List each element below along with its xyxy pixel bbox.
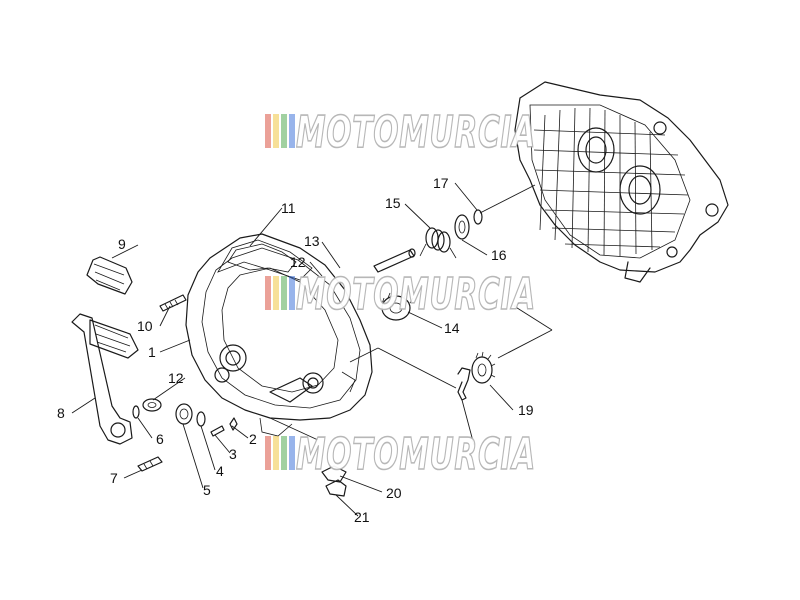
label-part-2: 2	[249, 431, 257, 447]
watermark-stripe-blue	[289, 276, 295, 310]
gear-14	[381, 290, 414, 321]
label-part-13: 13	[304, 233, 320, 249]
tab-21	[325, 479, 347, 497]
ring-4	[196, 411, 206, 427]
label-part-19: 19	[518, 402, 534, 418]
label-part-17: 17	[433, 175, 449, 191]
bolt-7	[137, 456, 163, 472]
watermark-stripe-green	[281, 114, 287, 148]
watermark-stripe-yellow	[273, 276, 279, 310]
watermark-stripe-red	[265, 276, 271, 310]
watermark-bottom: MOTOMURCIA	[265, 428, 536, 481]
seal-5	[175, 403, 193, 425]
label-part-3: 3	[229, 446, 237, 462]
watermark-top: MOTOMURCIA	[265, 106, 536, 159]
label-part-11: 11	[281, 200, 296, 216]
label-part-21: 21	[354, 509, 370, 525]
watermark-stripe-green	[281, 276, 287, 310]
kick-lever	[71, 313, 139, 445]
label-part-6: 6	[156, 431, 164, 447]
cover-gasket	[227, 243, 297, 273]
watermark-stripe-blue	[289, 114, 295, 148]
watermark-text: MOTOMURCIA	[296, 269, 536, 320]
label-part-4: 4	[216, 463, 224, 479]
label-part-9: 9	[118, 236, 126, 252]
crankcase-half	[514, 81, 729, 283]
pedal-rubber	[86, 256, 133, 295]
clip-spring	[457, 367, 471, 401]
washer-12-left	[142, 398, 162, 412]
label-part-7: 7	[110, 470, 118, 486]
screw-3	[210, 425, 225, 437]
bolt-10	[159, 294, 187, 312]
label-part-5: 5	[203, 482, 211, 498]
label-part-8: 8	[57, 405, 65, 421]
watermark-stripe-yellow	[273, 114, 279, 148]
label-part-14: 14	[444, 320, 460, 336]
label-part-12-left: 12	[168, 370, 184, 386]
label-part-20: 20	[386, 485, 402, 501]
clutch-cover	[185, 233, 373, 437]
label-part-10: 10	[137, 318, 153, 334]
watermark-stripe-red	[265, 436, 271, 470]
watermark-text: MOTOMURCIA	[296, 107, 536, 158]
clip-2	[229, 417, 238, 431]
watermark-stripe-red	[265, 114, 271, 148]
label-part-1: 1	[148, 344, 156, 360]
washer-16	[454, 214, 470, 240]
part-labels: 9 10 1 12 8 6 7 5 4 3 2 11 13 12 14 15 1…	[57, 175, 534, 525]
watermark-text: MOTOMURCIA	[296, 429, 536, 480]
watermark-stripe-green	[281, 436, 287, 470]
shaft-13	[373, 248, 416, 273]
ring-17	[473, 209, 483, 225]
ring-6	[132, 405, 140, 419]
label-part-12-right: 12	[290, 254, 306, 270]
leader-lines	[71, 182, 553, 517]
watermark-stripe-yellow	[273, 436, 279, 470]
spring-15	[419, 227, 457, 259]
label-part-16: 16	[491, 247, 507, 263]
watermark-middle: MOTOMURCIA	[265, 268, 536, 321]
label-part-15: 15	[385, 195, 401, 211]
gear-19	[471, 351, 496, 384]
watermark-stripe-blue	[289, 436, 295, 470]
